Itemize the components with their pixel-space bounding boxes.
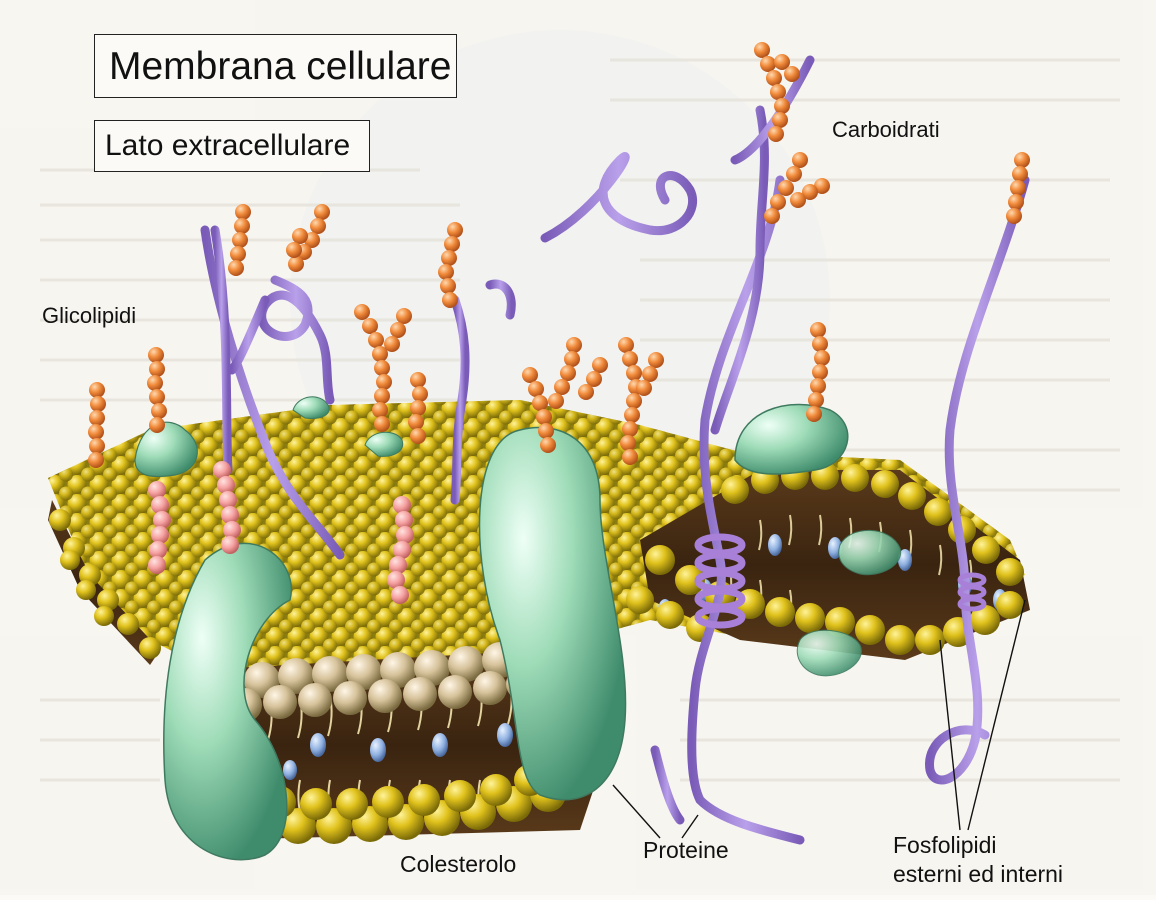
label-proteine: Proteine (643, 837, 729, 865)
extracellular-side-label: Lato extracellulare (94, 120, 370, 172)
label-colesterolo: Colesterolo (400, 851, 516, 879)
label-fosfolipidi-line1: Fosfolipidi (893, 832, 997, 860)
label-glicolipidi: Glicolipidi (42, 303, 136, 329)
extracellular-side-text: Lato extracellulare (105, 131, 350, 161)
page-title-text: Membrana cellulare (109, 47, 452, 86)
label-fosfolipidi-line2: esterni ed interni (893, 861, 1063, 889)
page-title: Membrana cellulare (94, 34, 457, 98)
label-carboidrati: Carboidrati (832, 117, 940, 143)
